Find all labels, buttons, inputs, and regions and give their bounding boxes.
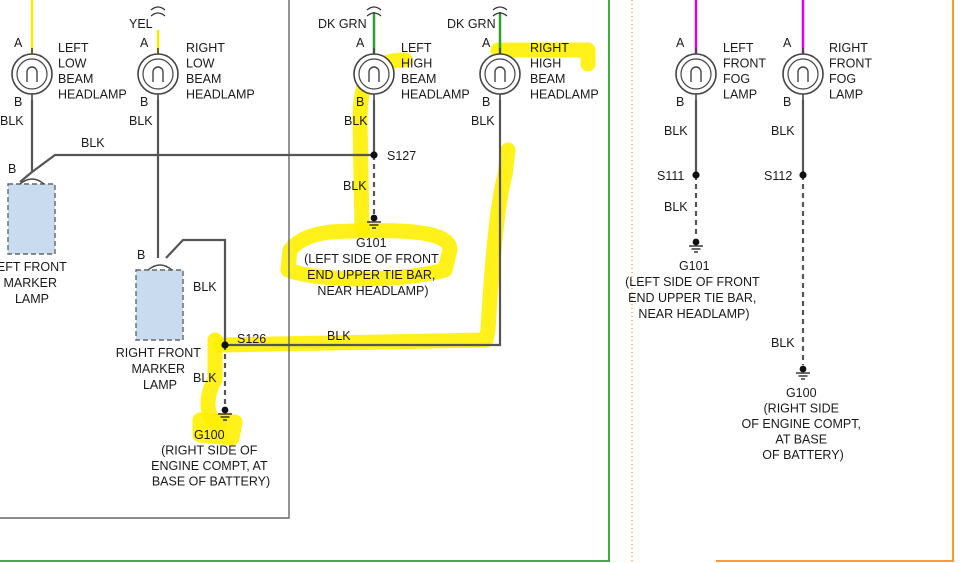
pin-label-b: B	[356, 95, 364, 109]
splice-label-s127: S127	[387, 149, 416, 163]
lamp-label-left-fog: LEFT FRONT FOG LAMP	[723, 41, 769, 102]
pin-label-b: B	[14, 95, 22, 109]
splice-label-s111: S111	[657, 169, 684, 183]
lamp-icon	[137, 48, 179, 100]
wire-label-yel: YEL	[129, 17, 153, 31]
ground-symbols	[218, 214, 810, 421]
wire-label-dk-grn: DK GRN	[447, 17, 496, 31]
wire-label-blk: BLK	[771, 336, 795, 350]
ground-wires	[19, 100, 805, 406]
wire-label-blk: BLK	[327, 329, 351, 343]
lamp-labels: LEFT LOW BEAM HEADLAMP RIGHT LOW BEAM HE…	[58, 41, 875, 102]
blk-wire-marker-to-s127	[31, 153, 374, 173]
wire-label-blk: BLK	[471, 114, 495, 128]
connector-break-right-high	[492, 6, 508, 17]
highlight-right-high-ground-run	[212, 142, 516, 353]
ground-icon	[367, 214, 381, 229]
lamp-icon	[353, 48, 395, 100]
wire-label-blk: BLK	[664, 124, 688, 138]
ground-labels: G101 (LEFT SIDE OF FRONT END UPPER TIE B…	[151, 236, 865, 489]
marker-labels: LEFT FRONT MARKER LAMP RIGHT FRONT MARKE…	[0, 260, 204, 392]
pin-label-a: A	[140, 36, 149, 50]
wire-label-blk: BLK	[129, 114, 153, 128]
highlight-right-high-top	[490, 42, 596, 72]
pin-label-a: A	[482, 36, 491, 50]
lamp-symbols	[11, 48, 824, 100]
lamp-icon	[479, 48, 521, 100]
wire-label-dk-grn: DK GRN	[318, 17, 367, 31]
ground-label-g100-fog: G100 (RIGHT SIDE OF ENGINE COMPT, AT BAS…	[742, 386, 865, 462]
marker-boxes	[7, 178, 184, 341]
wire-label-blk: BLK	[771, 124, 795, 138]
wire-labels: YEL DK GRN DK GRN BLK BLK BLK BLK BLK BL…	[0, 17, 795, 385]
pin-label-b: B	[676, 95, 684, 109]
splice-label-s126: S126	[237, 332, 266, 346]
connector-break-yel-right-low	[150, 6, 166, 17]
pin-label-a: A	[14, 36, 23, 50]
ground-label-g100: G100 (RIGHT SIDE OF ENGINE COMPT, AT BAS…	[151, 428, 271, 489]
splice-dot-s111	[692, 171, 700, 179]
ground-icon	[689, 238, 703, 253]
wire-label-blk: BLK	[343, 179, 367, 193]
lamp-label-right-high: RIGHT HIGH BEAM HEADLAMP	[530, 41, 599, 102]
ground-icon	[796, 365, 810, 380]
pin-label-b: B	[482, 95, 490, 109]
splice-dot-s126	[221, 341, 229, 349]
wire-label-blk: BLK	[193, 371, 217, 385]
section-border-gray	[0, 0, 290, 519]
marker-label-right: RIGHT FRONT MARKER LAMP	[116, 346, 204, 392]
wire-label-blk: BLK	[664, 200, 688, 214]
lamp-label-left-low: LEFT LOW BEAM HEADLAMP	[58, 41, 127, 102]
blk-wire-right-marker-to-s126	[165, 238, 227, 345]
ground-label-g101-fog: G101 (LEFT SIDE OF FRONT END UPPER TIE B…	[625, 259, 763, 321]
highlight-g101-label	[280, 223, 458, 287]
pin-label-a: A	[676, 36, 685, 50]
lamp-icon	[11, 48, 53, 100]
right-marker-connector	[147, 264, 173, 271]
pin-label-b: B	[137, 248, 145, 262]
lamp-label-left-high: LEFT HIGH BEAM HEADLAMP	[401, 41, 470, 102]
wire-label-blk: BLK	[344, 114, 368, 128]
feed-wires	[30, 0, 805, 54]
pin-labels: A A A A A A B B B B B B B B	[8, 36, 792, 262]
right-marker-lamp-box	[135, 269, 184, 341]
wire-label-blk: BLK	[81, 136, 105, 150]
blk-wire-right-high-to-s126	[225, 100, 502, 347]
left-marker-connector	[19, 178, 45, 185]
pin-label-b: B	[8, 162, 16, 176]
lamp-icon	[675, 48, 717, 100]
splice-label-s112: S112	[764, 169, 792, 183]
blk-wire-left-low-to-marker	[19, 100, 34, 183]
lamp-label-right-low: RIGHT LOW BEAM HEADLAMP	[186, 41, 255, 102]
pin-label-b: B	[783, 95, 791, 109]
left-marker-lamp-box	[7, 183, 56, 255]
marker-label-left: LEFT FRONT MARKER LAMP	[0, 260, 70, 306]
pin-label-a: A	[356, 36, 365, 50]
ground-label-g101: G101 (LEFT SIDE OF FRONT END UPPER TIE B…	[304, 236, 442, 298]
splice-dot-s112	[799, 171, 807, 179]
splice-dots	[221, 151, 807, 349]
connector-break-left-high	[366, 6, 382, 17]
section-border-orange	[716, 0, 954, 562]
pin-label-b: B	[140, 95, 148, 109]
splice-labels: S127 S126 S111 S112	[237, 149, 792, 346]
pin-label-a: A	[783, 36, 792, 50]
ground-icon	[218, 406, 232, 421]
wire-label-blk: BLK	[0, 114, 24, 128]
lamp-icon	[782, 48, 824, 100]
highlight-g100-marker	[192, 412, 243, 446]
highlight-marks	[192, 42, 596, 446]
section-border-green	[0, 0, 610, 562]
wire-label-blk: BLK	[193, 280, 217, 294]
lamp-label-right-fog: RIGHT FRONT FOG LAMP	[829, 41, 875, 102]
splice-dot-s127	[370, 151, 378, 159]
